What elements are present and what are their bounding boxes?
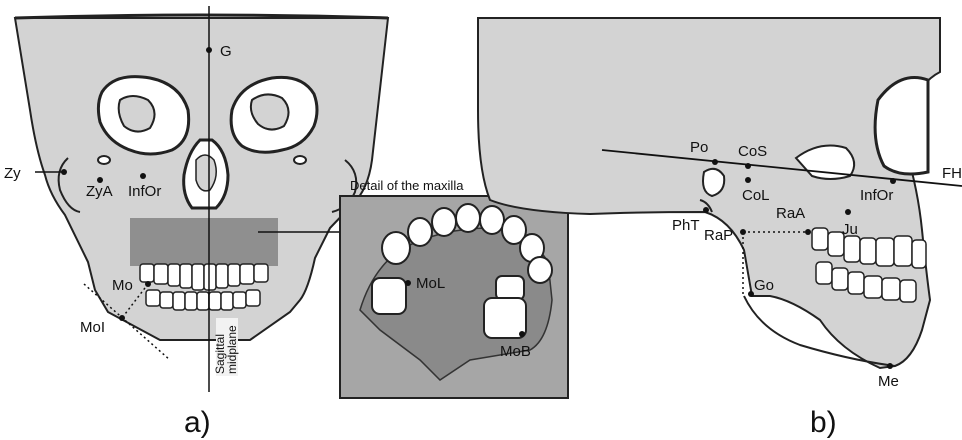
landmark-g: G: [220, 43, 232, 60]
panel-label-a: a): [184, 406, 211, 439]
landmark-zya: ZyA: [86, 183, 113, 200]
landmark-pht: PhT: [672, 217, 700, 234]
landmark-zy: Zy: [4, 165, 21, 182]
landmark-mob: MoB: [500, 343, 531, 360]
maxilla-region: [130, 218, 278, 266]
lateral-orbit: [875, 78, 928, 175]
frontal-skull-view: Sagittal midplane G Zy ZyA InfOr Mo MoI: [4, 6, 388, 392]
landmark-mo: Mo: [112, 277, 133, 294]
inset-title: Detail of the maxilla: [350, 178, 464, 193]
landmark-fh: FH: [942, 165, 962, 182]
landmark-raa: RaA: [776, 205, 805, 222]
midplane-label-2: midplane: [225, 325, 239, 374]
landmark-rap: RaP: [704, 227, 733, 244]
panel-label-b: b): [810, 406, 837, 439]
landmark-me: Me: [878, 373, 899, 390]
landmark-col: CoL: [742, 187, 770, 204]
lower-teeth: [146, 290, 260, 310]
landmark-infor: InfOr: [128, 183, 161, 200]
landmark-ju: Ju: [842, 221, 858, 238]
landmark-po: Po: [690, 139, 708, 156]
landmark-moi: MoI: [80, 319, 105, 336]
landmark-go: Go: [754, 277, 774, 294]
landmark-mol: MoL: [416, 275, 445, 292]
landmark-infor-lateral: InfOr: [860, 187, 893, 204]
landmark-cos: CoS: [738, 143, 767, 160]
